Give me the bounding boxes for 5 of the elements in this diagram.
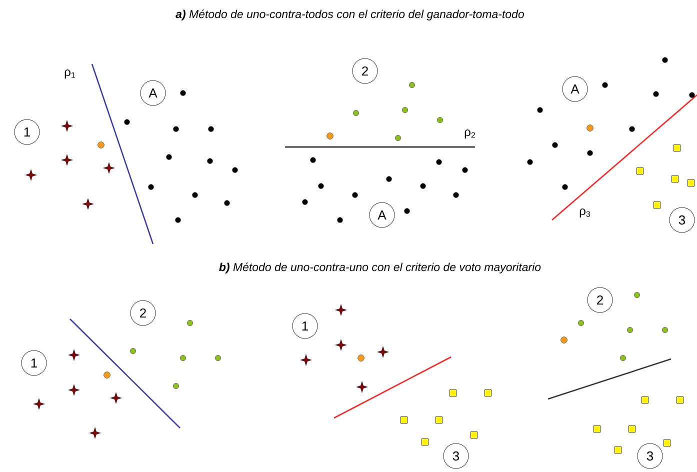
boundary-label: ρ$_{1}$ [64, 70, 75, 78]
panel-title: a) Método de uno-contra-todos con el criterio del ganador-toma-todo [176, 10, 524, 20]
boundary-label: ρ$_{3}$ [580, 208, 590, 218]
boundary-label: ρ$_{2}$ [464, 130, 475, 138]
panel-title: b) Método de uno-contra-uno con el criterio de voto mayoritario [219, 262, 541, 274]
